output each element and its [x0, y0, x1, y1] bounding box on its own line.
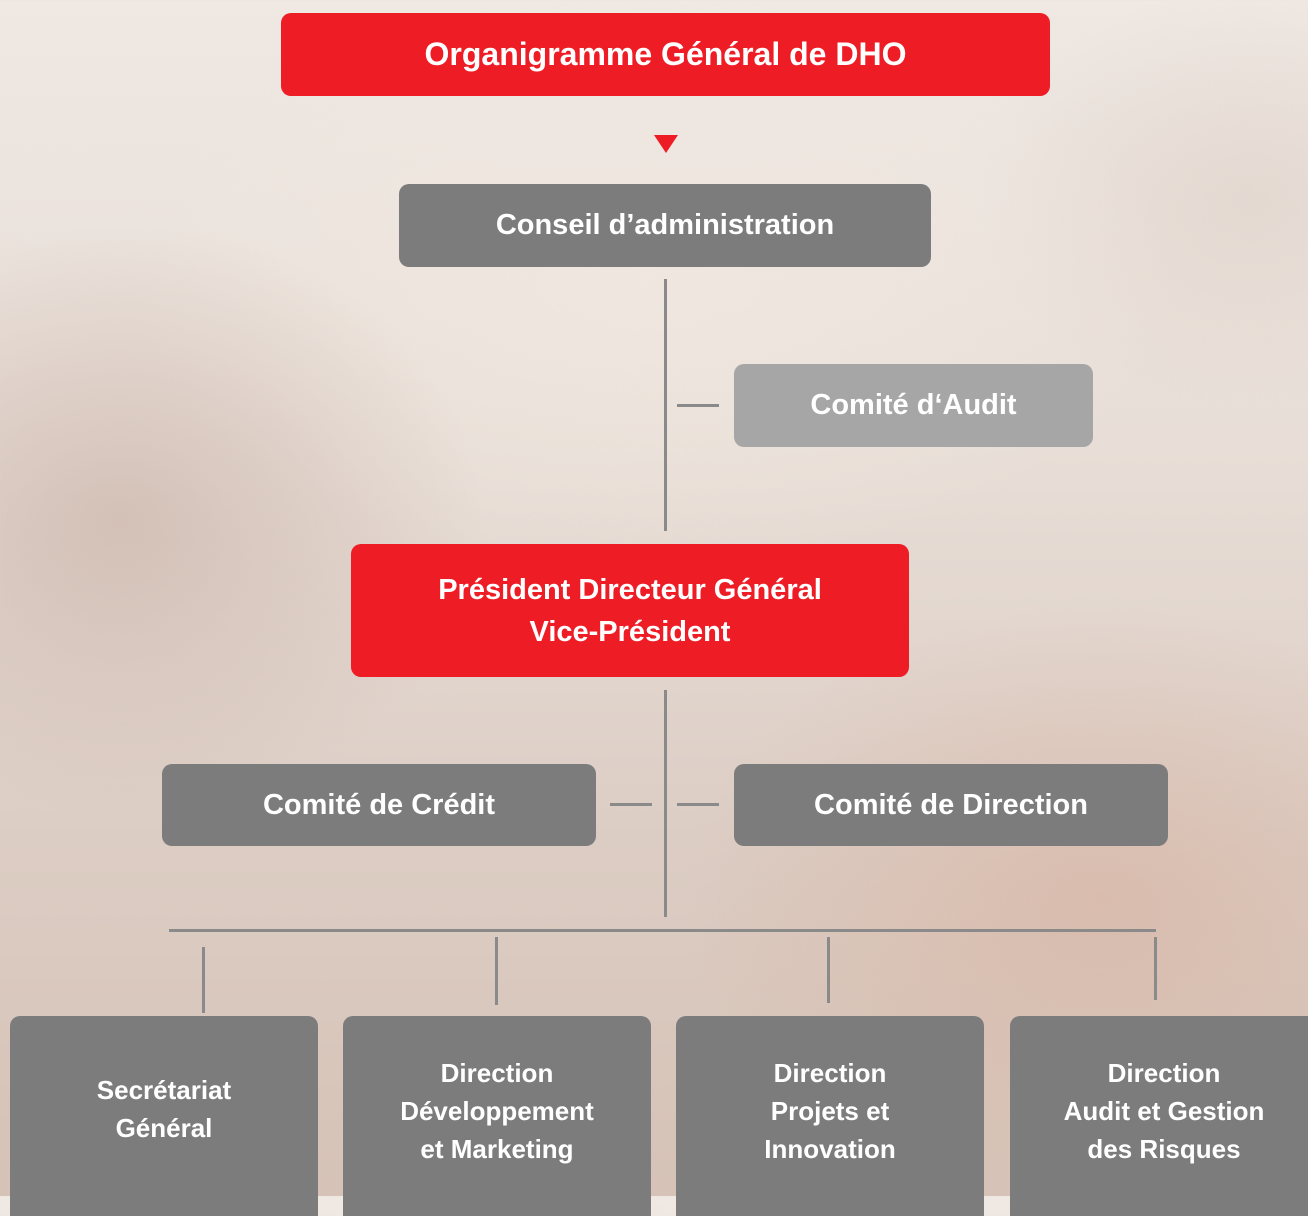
connector-ceo-departments	[664, 690, 667, 917]
board-of-directors-node: Conseil d’administration	[399, 184, 931, 267]
departments-bus-line	[169, 929, 1156, 932]
audit-committee-node: Comité d‘Audit	[734, 364, 1093, 447]
department-projects-innovation-node: Direction Projets et Innovation	[676, 1016, 984, 1216]
department-line: Audit et Gestion	[1063, 1096, 1265, 1126]
ceo-node: Président Directeur Général Vice-Préside…	[351, 544, 909, 677]
chart-title: Organigramme Général de DHO	[281, 13, 1050, 96]
connector-board-ceo	[664, 279, 667, 531]
credit-committee-node: Comité de Crédit	[162, 764, 596, 846]
department-line: des Risques	[1087, 1134, 1241, 1164]
department-audit-risk-node: Direction Audit et Gestion des Risques	[1010, 1016, 1308, 1216]
department-line: Projets et	[770, 1096, 890, 1126]
connector-audit-branch	[677, 404, 719, 407]
department-secretariat-node: Secrétariat Général	[10, 1016, 318, 1216]
connector-drop-projects	[827, 937, 830, 1003]
department-line: Secrétariat	[96, 1075, 232, 1105]
audit-committee-label: Comité d‘Audit	[810, 389, 1017, 421]
management-committee-label: Comité de Direction	[814, 788, 1088, 821]
vice-president-title: Vice-Président	[529, 615, 731, 648]
department-development-marketing-node: Direction Développement et Marketing	[343, 1016, 651, 1216]
department-line: Général	[115, 1113, 213, 1143]
connector-drop-secretariat	[202, 947, 205, 1013]
chart-title-text: Organigramme Général de DHO	[424, 36, 907, 72]
department-line: Développement	[400, 1096, 594, 1126]
department-line: Direction	[1107, 1058, 1221, 1088]
connector-drop-development	[495, 937, 498, 1005]
connector-drop-risk	[1154, 937, 1157, 1000]
department-line: Innovation	[764, 1134, 896, 1164]
ceo-title: Président Directeur Général	[438, 573, 822, 606]
down-triangle-icon	[654, 135, 678, 153]
department-line: Direction	[440, 1058, 554, 1088]
department-line: Direction	[773, 1058, 887, 1088]
credit-committee-label: Comité de Crédit	[262, 788, 496, 821]
connector-credit-branch	[610, 803, 652, 806]
management-committee-node: Comité de Direction	[734, 764, 1168, 846]
department-line: et Marketing	[420, 1134, 574, 1164]
connector-direction-branch	[677, 803, 719, 806]
board-label: Conseil d’administration	[495, 209, 835, 241]
